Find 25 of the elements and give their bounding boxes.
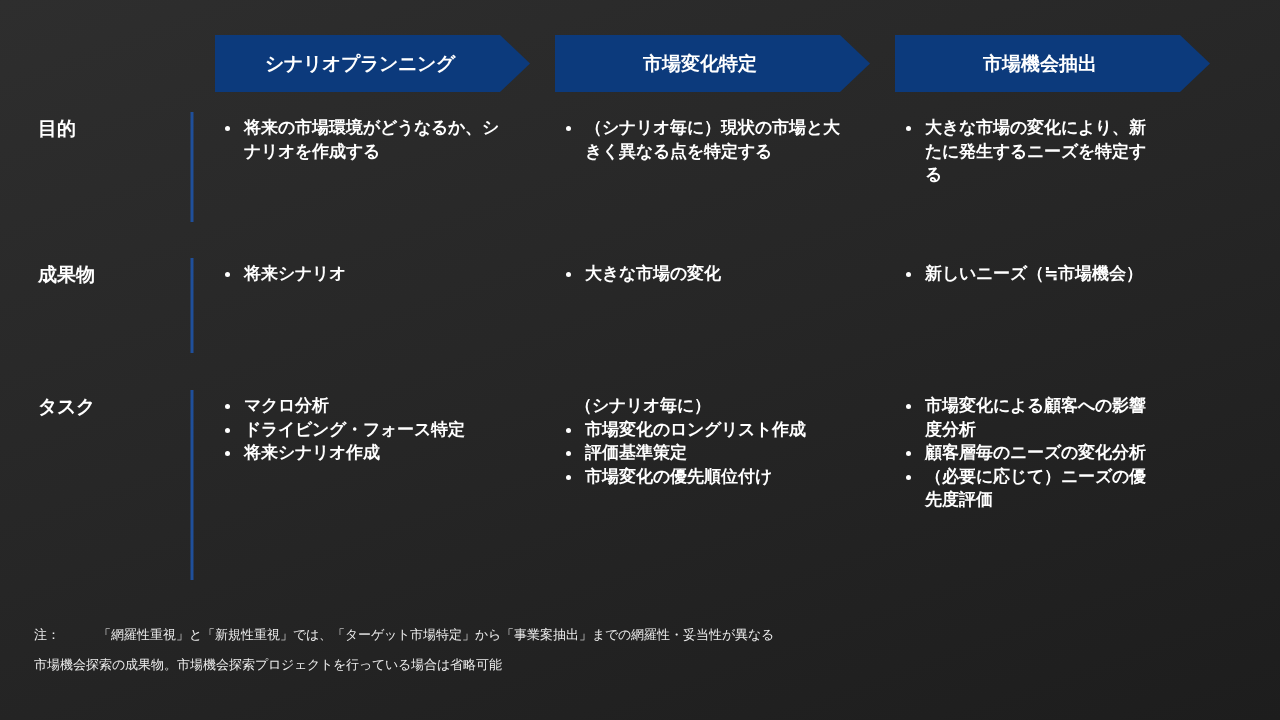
chevron-step: 市場機会抽出: [895, 35, 1210, 92]
bullet-item: 評価基準策定: [563, 441, 850, 465]
bullet-item: 市場変化のロングリスト作成: [563, 417, 850, 441]
row-header: 目的: [38, 116, 76, 141]
bullet-item: 将来シナリオ: [222, 262, 504, 286]
bullet-item: （シナリオ毎に）現状の市場と大きく異なる点を特定する: [563, 116, 850, 163]
bullet-item: 大きな市場の変化により、新たに発生するニーズを特定する: [903, 116, 1147, 187]
note-text: 「網羅性重視」と「新規性重視」では、「ターゲット市場特定」から「事業案抽出」までの網羅性・妥当性が異なる: [98, 626, 774, 644]
bullet-item: 将来の市場環境がどうなるか、シナリオを作成する: [222, 116, 504, 163]
bullet-item: 顧客層毎のニーズの変化分析: [903, 441, 1147, 465]
chevron-step: 市場変化特定: [555, 35, 870, 92]
bullet-item: マクロ分析: [222, 394, 504, 418]
bullet-item: ドライビング・フォース特定: [222, 417, 504, 441]
chevron-step: シナリオプランニング: [215, 35, 530, 92]
row-header: 成果物: [38, 262, 95, 287]
bullet-item: （必要に応じて）ニーズの優先度評価: [903, 464, 1147, 512]
bullet-item: 市場変化による顧客への影響度分析: [903, 394, 1147, 441]
bullet-item: 将来シナリオ作成: [222, 441, 504, 465]
note-label: 注：: [34, 626, 60, 644]
bullet-item: 大きな市場の変化: [563, 262, 850, 286]
note-text: 市場機会探索の成果物。市場機会探索プロジェクトを行っている場合は省略可能: [34, 656, 502, 674]
cell-text: （シナリオ毎に）: [574, 394, 712, 417]
row-header: タスク: [38, 394, 95, 419]
bullet-item: 新しいニーズ（≒市場機会）: [903, 262, 1147, 286]
bullet-item: 市場変化の優先順位付け: [563, 464, 850, 488]
